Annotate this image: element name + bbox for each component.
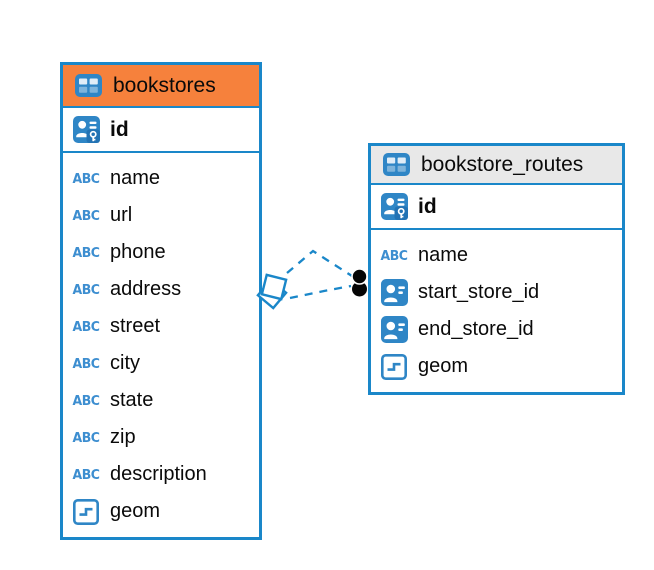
- geometry-icon: [378, 353, 410, 380]
- relationship-connector[interactable]: [256, 249, 368, 310]
- column-row-city[interactable]: ABC city: [63, 345, 259, 382]
- column-row-geom[interactable]: geom: [371, 348, 622, 385]
- table-grid-icon: [72, 74, 104, 97]
- column-row-zip[interactable]: ABC zip: [63, 419, 259, 456]
- table-title: bookstore_routes: [421, 152, 584, 176]
- table-node-bookstores[interactable]: bookstores id ABC name ABC url ABC phone…: [60, 62, 262, 540]
- foreign-key-icon: [378, 316, 410, 343]
- abc-text-icon: ABC: [72, 281, 100, 298]
- column-row-street[interactable]: ABC street: [63, 308, 259, 345]
- column-label: name: [110, 167, 161, 189]
- column-label: description: [110, 463, 207, 485]
- column-label: start_store_id: [418, 281, 540, 303]
- column-label: city: [110, 352, 140, 374]
- abc-text-icon: ABC: [72, 207, 100, 224]
- foreign-key-icon: [378, 279, 410, 306]
- table-columns-list: ABC name ABC url ABC phone ABC address A…: [63, 153, 259, 537]
- column-label: name: [418, 244, 469, 266]
- table-title: bookstores: [113, 73, 216, 97]
- column-row-geom[interactable]: geom: [63, 493, 259, 530]
- column-label: address: [110, 278, 182, 300]
- abc-text-icon: ABC: [72, 429, 100, 446]
- column-row-state[interactable]: ABC state: [63, 382, 259, 419]
- relationship-line: [286, 249, 353, 277]
- abc-text-icon: ABC: [72, 392, 100, 409]
- column-label: geom: [110, 500, 161, 522]
- column-label: id: [418, 194, 437, 218]
- primary-key-icon: [378, 193, 410, 220]
- column-row-id[interactable]: id: [63, 108, 259, 153]
- diamond-end-marker: [256, 273, 288, 310]
- table-grid-icon: [380, 153, 412, 176]
- abc-text-icon: ABC: [72, 466, 100, 483]
- dot-end-marker: [351, 268, 368, 297]
- table-header-bookstore-routes[interactable]: bookstore_routes: [371, 146, 622, 185]
- abc-text-icon: ABC: [72, 244, 100, 261]
- column-label: id: [110, 117, 129, 141]
- column-label: street: [110, 315, 161, 337]
- column-row-name[interactable]: ABC name: [63, 160, 259, 197]
- column-label: zip: [110, 426, 136, 448]
- primary-key-icon: [70, 116, 102, 143]
- abc-text-icon: ABC: [72, 170, 100, 187]
- column-row-phone[interactable]: ABC phone: [63, 234, 259, 271]
- column-row-address[interactable]: ABC address: [63, 271, 259, 308]
- column-row-end-store-id[interactable]: end_store_id: [371, 311, 622, 348]
- abc-text-icon: ABC: [72, 355, 100, 372]
- column-label: end_store_id: [418, 318, 534, 340]
- column-label: url: [110, 204, 133, 226]
- abc-text-icon: ABC: [72, 318, 100, 335]
- column-label: phone: [110, 241, 166, 263]
- column-row-start-store-id[interactable]: start_store_id: [371, 274, 622, 311]
- column-row-name[interactable]: ABC name: [371, 237, 622, 274]
- column-row-url[interactable]: ABC url: [63, 197, 259, 234]
- abc-text-icon: ABC: [380, 247, 408, 264]
- column-label: geom: [418, 355, 469, 377]
- geometry-icon: [70, 498, 102, 525]
- table-node-bookstore-routes[interactable]: bookstore_routes id ABC name start_store…: [368, 143, 625, 395]
- column-label: state: [110, 389, 154, 411]
- column-row-description[interactable]: ABC description: [63, 456, 259, 493]
- relationship-line: [289, 284, 352, 300]
- column-row-id[interactable]: id: [371, 185, 622, 230]
- table-columns-list: ABC name start_store_id end_store_id geo…: [371, 230, 622, 392]
- table-header-bookstores[interactable]: bookstores: [63, 65, 259, 108]
